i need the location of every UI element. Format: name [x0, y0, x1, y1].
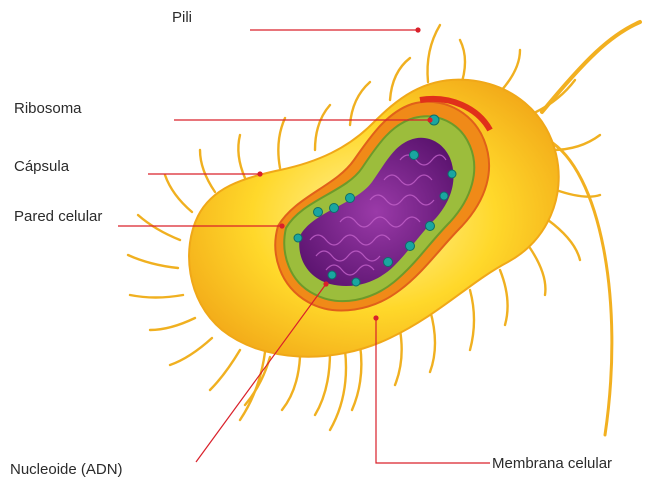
- label-pili: Pili: [172, 9, 192, 26]
- leader-dot: [257, 171, 262, 176]
- leader-dot: [279, 223, 284, 228]
- label-pared-celular: Pared celular: [14, 208, 102, 225]
- leader-dot: [427, 117, 432, 122]
- leader-dot: [323, 281, 328, 286]
- label-ribosoma: Ribosoma: [14, 100, 82, 117]
- leader-dot: [415, 27, 420, 32]
- label-nucleoide: Nucleoide (ADN): [10, 461, 123, 478]
- label-capsula: Cápsula: [14, 158, 69, 175]
- label-membrana: Membrana celular: [492, 455, 612, 472]
- leader-dot: [373, 315, 378, 320]
